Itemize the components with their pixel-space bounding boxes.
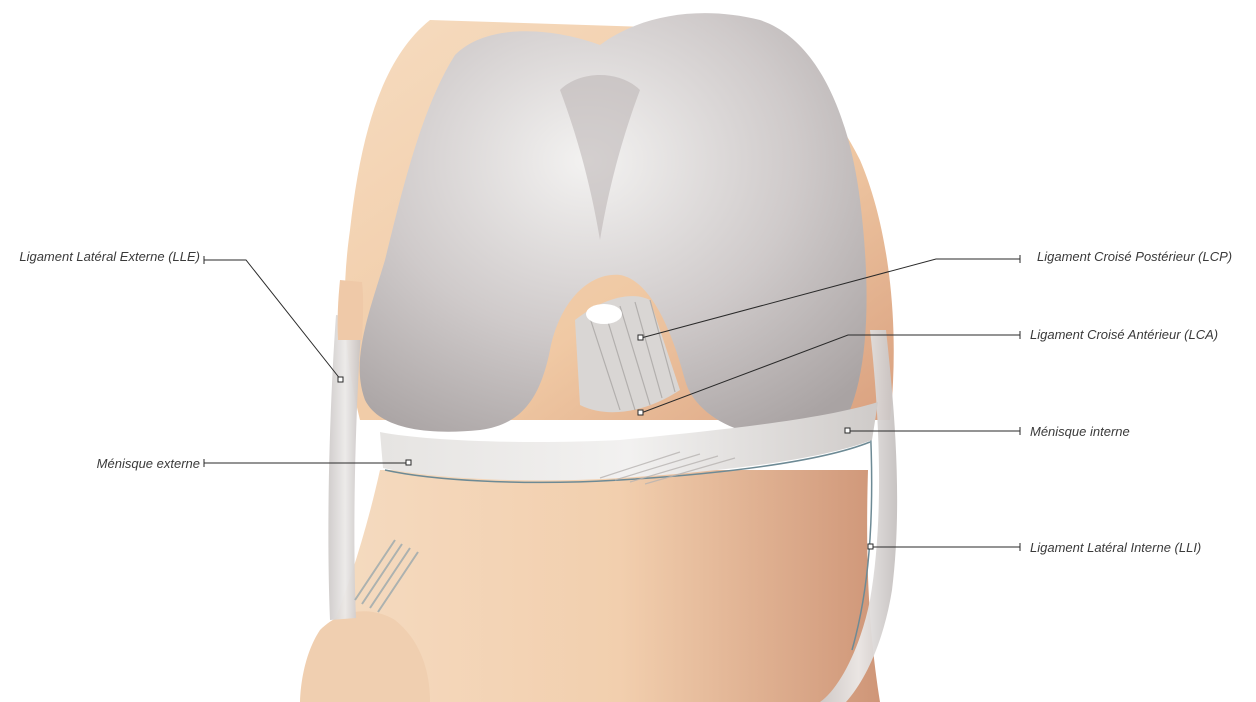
label-menisque-externe: Ménisque externe <box>97 456 200 472</box>
anchor-lle <box>338 377 343 382</box>
anchor-menisque-externe <box>406 460 411 465</box>
label-lcp: Ligament Croisé Postérieur (LCP) <box>1037 249 1232 265</box>
lateral-collateral-ligament-top <box>338 280 364 340</box>
label-lca: Ligament Croisé Antérieur (LCA) <box>1030 327 1218 343</box>
label-lle: Ligament Latéral Externe (LLE) <box>19 249 200 265</box>
anchor-lcp <box>638 335 643 340</box>
label-menisque-interne: Ménisque interne <box>1030 424 1130 440</box>
anchor-lca <box>638 410 643 415</box>
anchor-menisque-interne <box>845 428 850 433</box>
label-lli: Ligament Latéral Interne (LLI) <box>1030 540 1201 556</box>
anchor-lli <box>868 544 873 549</box>
